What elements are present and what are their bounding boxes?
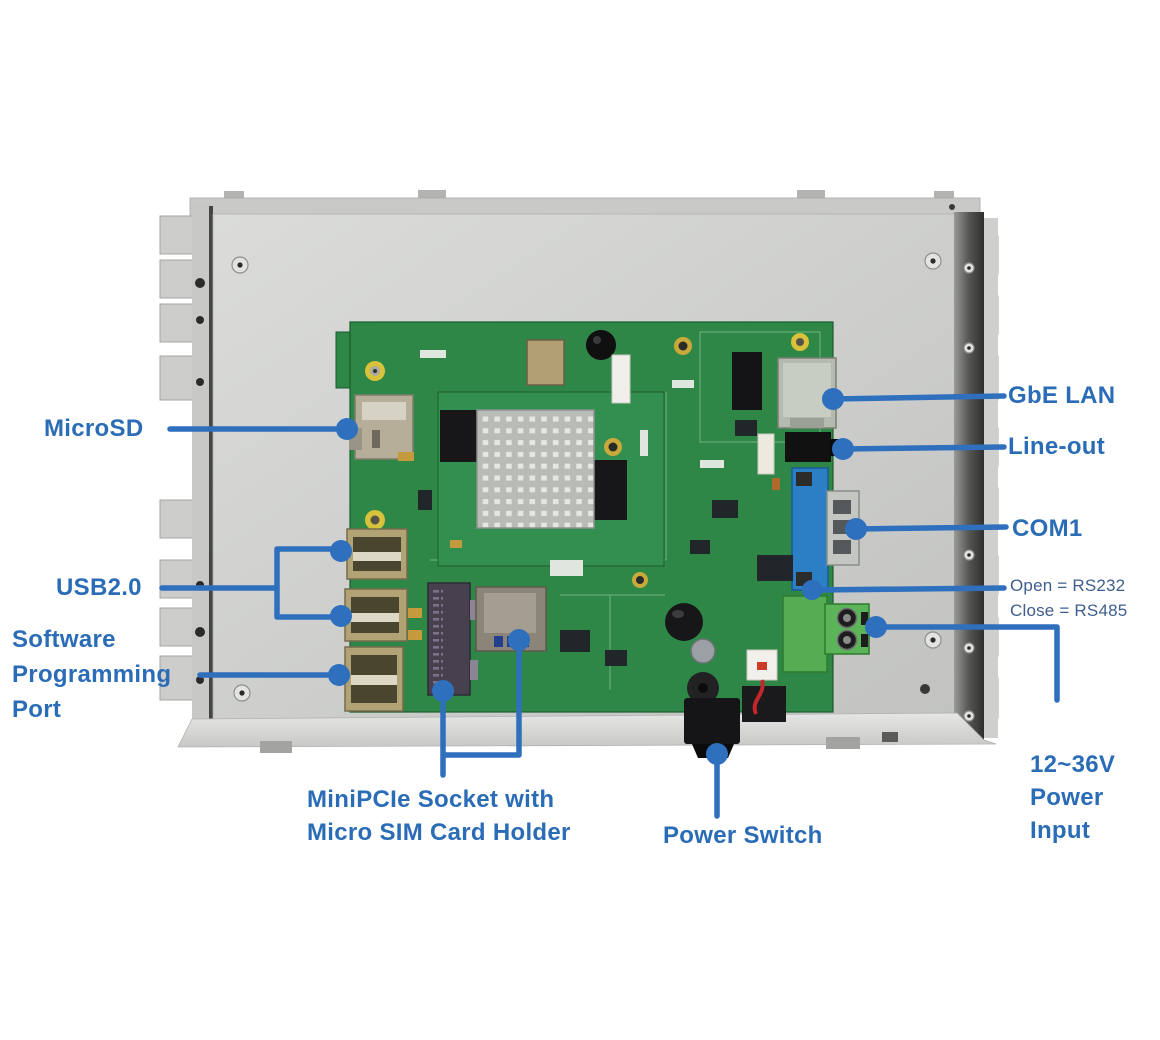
right-rail-screws	[963, 262, 975, 722]
callouts	[159, 388, 1060, 819]
gbe-lan-label: GbE LAN	[1008, 382, 1116, 409]
rf-module	[526, 339, 565, 386]
callout-dot-microsd	[336, 418, 358, 440]
gbe-lan-port	[777, 357, 837, 429]
callout-line-com1	[853, 524, 1009, 532]
microsd-slot	[349, 394, 414, 460]
chassis-left-rail	[192, 204, 212, 740]
buzzer-highlight	[593, 336, 601, 344]
callout-dot-sim	[508, 629, 530, 651]
callout-line-power-input	[873, 624, 1060, 703]
power-input-label-line3: Input	[1030, 817, 1091, 844]
chassis-bottom-nub	[826, 737, 860, 749]
chassis-left-seam	[209, 206, 213, 738]
chassis-top-edge	[189, 197, 981, 217]
heatsink	[476, 409, 595, 529]
inductor-highlight	[672, 610, 684, 618]
pcb-mounting-holes	[365, 333, 809, 588]
callout-dot-line-out	[832, 438, 854, 460]
power-switch-label: Power Switch	[663, 822, 823, 849]
connector-red-mark	[757, 662, 767, 670]
callout-dot-com1-jumper	[802, 580, 822, 600]
software-port-label-line2: Programming	[12, 661, 172, 688]
toroid-hole	[698, 683, 708, 693]
callout-dot-gbe-lan	[822, 388, 844, 410]
pcb-board	[335, 321, 870, 758]
callout-line-line-out	[840, 444, 1007, 452]
callout-dot-usb1	[330, 540, 352, 562]
com1-jumper-note-line1: Open = RS232	[1010, 576, 1126, 595]
chassis-bottom-bevel	[177, 712, 997, 748]
chassis-bottom-nub	[260, 741, 292, 753]
left-mounting-tabs	[159, 215, 195, 701]
minipcie-label-line1: MiniPCIe Socket with	[307, 786, 555, 813]
inductor	[665, 603, 703, 641]
callout-dot-minipcie	[432, 680, 454, 702]
software-port-label-line3: Port	[12, 696, 62, 723]
software-programming-port-label: Software Programming Port	[12, 622, 171, 727]
power-input-label: 12~36V Power Input	[1030, 748, 1115, 847]
red-wire	[752, 679, 765, 715]
minipcie-label: MiniPCIe Socket with Micro SIM Card Hold…	[307, 783, 571, 849]
software-port-label-line1: Software	[12, 626, 116, 653]
power-wire-connector	[746, 649, 778, 681]
usb-label: USB2.0	[56, 574, 142, 601]
minipcie-socket	[427, 582, 478, 696]
chassis-right-rail	[984, 218, 998, 738]
callout-dot-software-port	[328, 664, 350, 686]
microsd-label: MicroSD	[44, 415, 144, 442]
power-input-label-line1: 12~36V	[1030, 751, 1116, 778]
callout-line-com1-jumper	[809, 585, 1007, 593]
power-chip	[742, 686, 786, 722]
chassis-bottom-nub	[882, 732, 898, 742]
capacitor	[690, 638, 716, 664]
top-screw	[949, 204, 955, 210]
usb-port-1	[346, 528, 408, 580]
chassis-top-nub	[797, 190, 825, 199]
chassis-top-nub	[934, 191, 954, 200]
smd-components	[398, 350, 793, 666]
callout-dot-power-input	[865, 616, 887, 638]
callout-dot-com1	[845, 518, 867, 540]
memory-chip	[440, 410, 477, 462]
chassis-top-nub	[418, 190, 446, 199]
power-terminal-block	[782, 595, 870, 673]
usb-port-2	[344, 588, 408, 642]
com1-jumper-note-line2: Close = RS485	[1010, 601, 1128, 620]
chassis-top-nub	[224, 191, 244, 200]
callout-line-minipcie	[440, 637, 522, 778]
callout-dot-usb2	[330, 605, 352, 627]
power-input-label-line2: Power	[1030, 784, 1104, 811]
chassis-right-edge	[954, 212, 984, 740]
line-out-label: Line-out	[1008, 433, 1106, 460]
software-programming-port	[344, 646, 404, 712]
callout-line-gbe-lan	[830, 393, 1007, 402]
callout-dot-power-switch	[706, 743, 728, 765]
minipcie-label-line2: Micro SIM Card Holder	[307, 819, 571, 846]
buzzer	[586, 330, 616, 360]
panel-screws	[231, 252, 942, 702]
com1-label: COM1	[1012, 515, 1083, 542]
wafer-connector	[611, 354, 631, 404]
com1-jumper-note: Open = RS232 Close = RS485	[1010, 573, 1127, 623]
sdram-chip	[732, 352, 762, 410]
callout-line-usb	[159, 546, 344, 620]
